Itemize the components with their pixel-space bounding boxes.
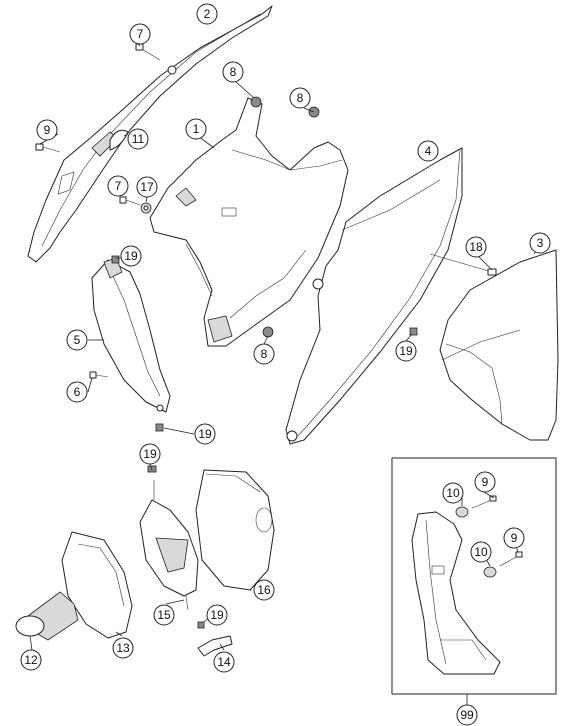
callout-19: 19	[139, 443, 161, 465]
part-11-clip	[109, 129, 129, 151]
svg-text:9: 9	[44, 123, 51, 137]
part-1-airbox	[149, 96, 349, 347]
callout-9: 9	[36, 119, 58, 141]
part-19-clip-e	[111, 255, 120, 264]
svg-text:17: 17	[140, 180, 154, 194]
callout-19: 19	[194, 423, 216, 445]
callout-15: 15	[153, 604, 175, 626]
callout-bubbles: 2 7 8 8 9 11 1 4 7 17 18 3 19 5 8 19 6 1…	[20, 3, 551, 726]
callout-7: 7	[107, 175, 129, 197]
svg-text:10: 10	[474, 545, 488, 559]
callout-9: 9	[474, 471, 496, 493]
callout-16: 16	[253, 579, 275, 601]
svg-text:19: 19	[210, 608, 224, 622]
callout-19: 19	[120, 245, 142, 267]
svg-text:9: 9	[482, 475, 489, 489]
svg-text:18: 18	[469, 240, 483, 254]
part-15-filter-cage	[139, 480, 199, 611]
svg-text:14: 14	[217, 655, 231, 669]
svg-text:13: 13	[116, 641, 130, 655]
callout-17: 17	[136, 176, 158, 198]
svg-text:19: 19	[198, 427, 212, 441]
part-14-bracket	[197, 635, 233, 657]
callout-3: 3	[529, 232, 551, 254]
part-13-air-filter	[61, 531, 133, 639]
callout-14: 14	[213, 651, 235, 673]
svg-text:99: 99	[460, 708, 474, 722]
svg-text:5: 5	[74, 333, 81, 347]
callout-5: 5	[66, 329, 88, 351]
callout-19: 19	[206, 604, 228, 626]
svg-text:2: 2	[204, 7, 211, 21]
callout-4: 4	[417, 140, 439, 162]
part-19-clip-b	[197, 621, 205, 629]
part-18-bolt	[429, 253, 497, 276]
part-3-side-cover	[439, 249, 559, 441]
callout-12: 12	[20, 649, 42, 671]
callout-11: 11	[127, 128, 149, 150]
part-5-bracket	[91, 257, 171, 413]
callout-8: 8	[253, 343, 275, 365]
svg-text:8: 8	[261, 347, 268, 361]
svg-text:6: 6	[74, 385, 81, 399]
svg-text:3: 3	[537, 236, 544, 250]
part-19-clip-d	[155, 423, 164, 432]
svg-text:16: 16	[257, 583, 271, 597]
svg-text:10: 10	[446, 486, 460, 500]
callout-8: 8	[289, 87, 311, 109]
callout-19: 19	[395, 340, 417, 362]
svg-text:4: 4	[425, 144, 432, 158]
part-16-filter-cover	[195, 469, 275, 591]
svg-text:8: 8	[297, 91, 304, 105]
callout-10: 10	[442, 482, 464, 504]
part-12-intake-boot	[15, 591, 79, 641]
callout-2: 2	[196, 3, 218, 25]
svg-text:1: 1	[193, 122, 200, 136]
svg-text:12: 12	[24, 653, 38, 667]
svg-text:7: 7	[115, 179, 122, 193]
part-2-trim-strip	[27, 5, 273, 263]
svg-text:8: 8	[230, 65, 237, 79]
part-6-screw	[89, 371, 109, 379]
callout-9: 9	[503, 527, 525, 549]
callout-6: 6	[66, 381, 88, 403]
svg-text:7: 7	[137, 27, 144, 41]
callout-99: 99	[456, 704, 478, 726]
screws-upper	[35, 43, 161, 214]
svg-text:19: 19	[143, 447, 157, 461]
callout-8: 8	[222, 61, 244, 83]
callout-18: 18	[465, 236, 487, 258]
callout-10: 10	[470, 541, 492, 563]
callout-13: 13	[112, 637, 134, 659]
callout-7: 7	[129, 23, 151, 45]
part-4-side-panel	[285, 147, 463, 445]
svg-text:11: 11	[132, 132, 145, 146]
callout-1: 1	[185, 118, 207, 140]
svg-text:9: 9	[511, 531, 518, 545]
svg-text:19: 19	[124, 249, 138, 263]
svg-text:15: 15	[157, 608, 171, 622]
part-19-clip-c	[409, 327, 418, 336]
kit-99-box	[391, 457, 557, 708]
svg-text:19: 19	[399, 344, 413, 358]
